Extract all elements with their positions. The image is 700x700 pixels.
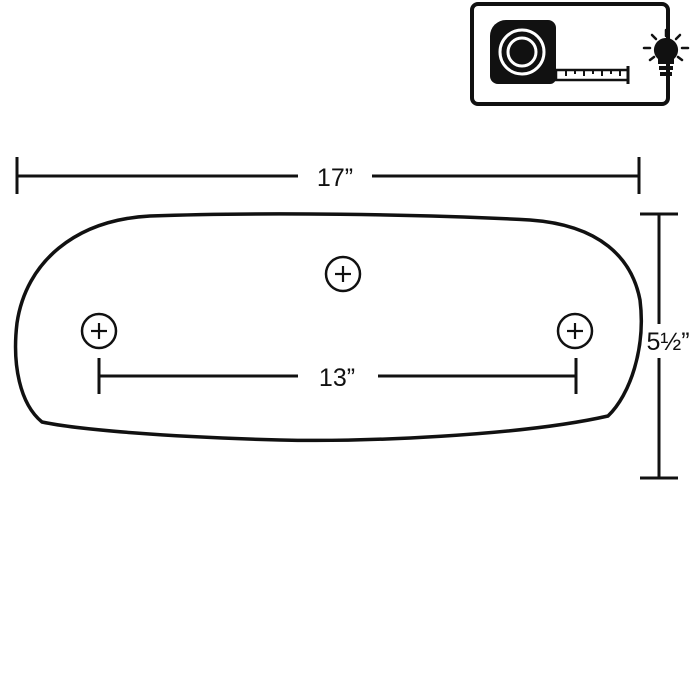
mounting-hole-right <box>556 312 594 350</box>
icon-badge <box>470 2 690 106</box>
mounting-hole-top <box>324 255 362 293</box>
mounting-hole-left <box>80 312 118 350</box>
overall-width-dimension: 17” <box>15 157 641 194</box>
light-bulb-icon <box>642 28 690 76</box>
hole-spacing-label: 13” <box>319 364 355 392</box>
overall-width-label: 17” <box>317 164 353 192</box>
tape-measure-icon <box>490 20 630 84</box>
hole-spacing-dimension: 13” <box>97 358 578 394</box>
height-label: 5½” <box>646 328 689 356</box>
height-dimension: 5½” <box>640 212 690 480</box>
part-outline <box>13 212 643 443</box>
